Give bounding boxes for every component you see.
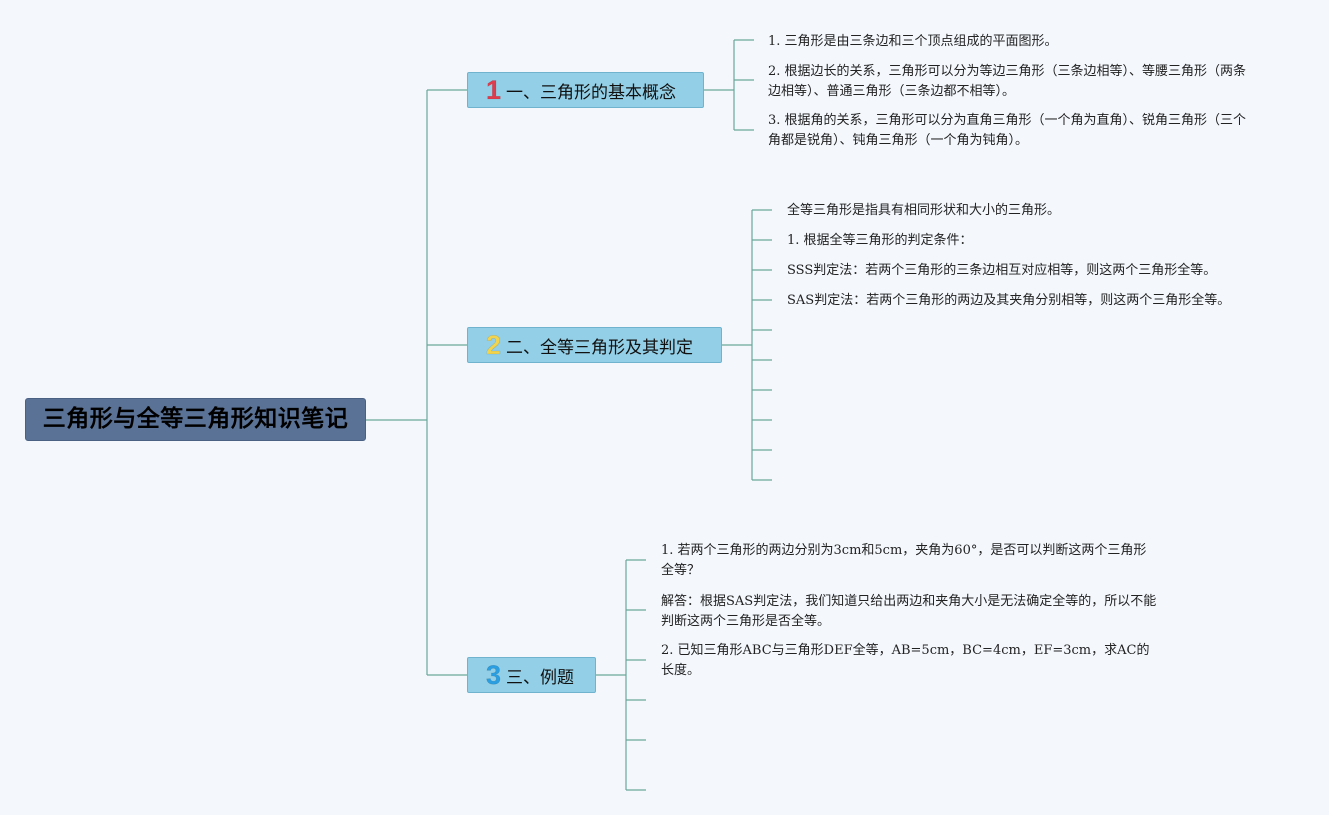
branch-3-leaf-stubs xyxy=(626,559,646,791)
leaf-node[interactable]: 2. 已知三角形ABC与三角形DEF全等，AB=5cm，BC=4cm，EF=3c… xyxy=(661,643,1150,678)
root-node[interactable]: 三角形与全等三角形知识笔记 xyxy=(25,398,366,441)
branch-node-3[interactable]: 3 三、例题 xyxy=(467,657,596,693)
leaf-node[interactable]: SSS判定法：若两个三角形的三条边相互对应相等，则这两个三角形全等。 xyxy=(787,263,1217,278)
branch-3-leaf-spine xyxy=(596,560,627,790)
leaf-node[interactable]: 1. 根据全等三角形的判定条件： xyxy=(787,233,973,248)
branch-2-leaf-stubs xyxy=(752,209,772,481)
branch-node-2[interactable]: 2 二、全等三角形及其判定 xyxy=(467,327,722,363)
branch-2-leaf-spine xyxy=(722,210,753,480)
leaf-node[interactable]: 2. 根据边长的关系，三角形可以分为等边三角形（三条边相等）、等腰三角形（两条边… xyxy=(768,64,1247,99)
branch-node-1[interactable]: 1 一、三角形的基本概念 xyxy=(467,72,704,108)
leaf-node[interactable]: 1. 若两个三角形的两边分别为3cm和5cm，夹角为60°，是否可以判断这两个三… xyxy=(661,543,1147,578)
number-3-icon: 3 xyxy=(486,659,502,690)
leaf-node[interactable]: 解答：根据SAS判定法，我们知道只给出两边和夹角大小是无法确定全等的，所以不能判… xyxy=(661,594,1157,629)
number-1-icon: 1 xyxy=(486,74,502,105)
leaf-node[interactable]: 1. 三角形是由三条边和三个顶点组成的平面图形。 xyxy=(768,34,1058,49)
leaf-node[interactable]: 全等三角形是指具有相同形状和大小的三角形。 xyxy=(787,203,1061,218)
leaf-node[interactable]: 3. 根据角的关系，三角形可以分为直角三角形（一个角为直角）、锐角三角形（三个角… xyxy=(768,113,1247,148)
leaf-node[interactable]: SAS判定法：若两个三角形的两边及其夹角分别相等，则这两个三角形全等。 xyxy=(787,293,1231,308)
branch-1-leaf-spine xyxy=(704,40,735,130)
branch-label: 三、例题 xyxy=(506,667,575,688)
number-2-icon: 2 xyxy=(486,329,502,360)
branch-label: 二、全等三角形及其判定 xyxy=(506,337,694,358)
branch-label: 一、三角形的基本概念 xyxy=(506,82,677,103)
branch-1-leaf-stubs xyxy=(734,39,754,131)
